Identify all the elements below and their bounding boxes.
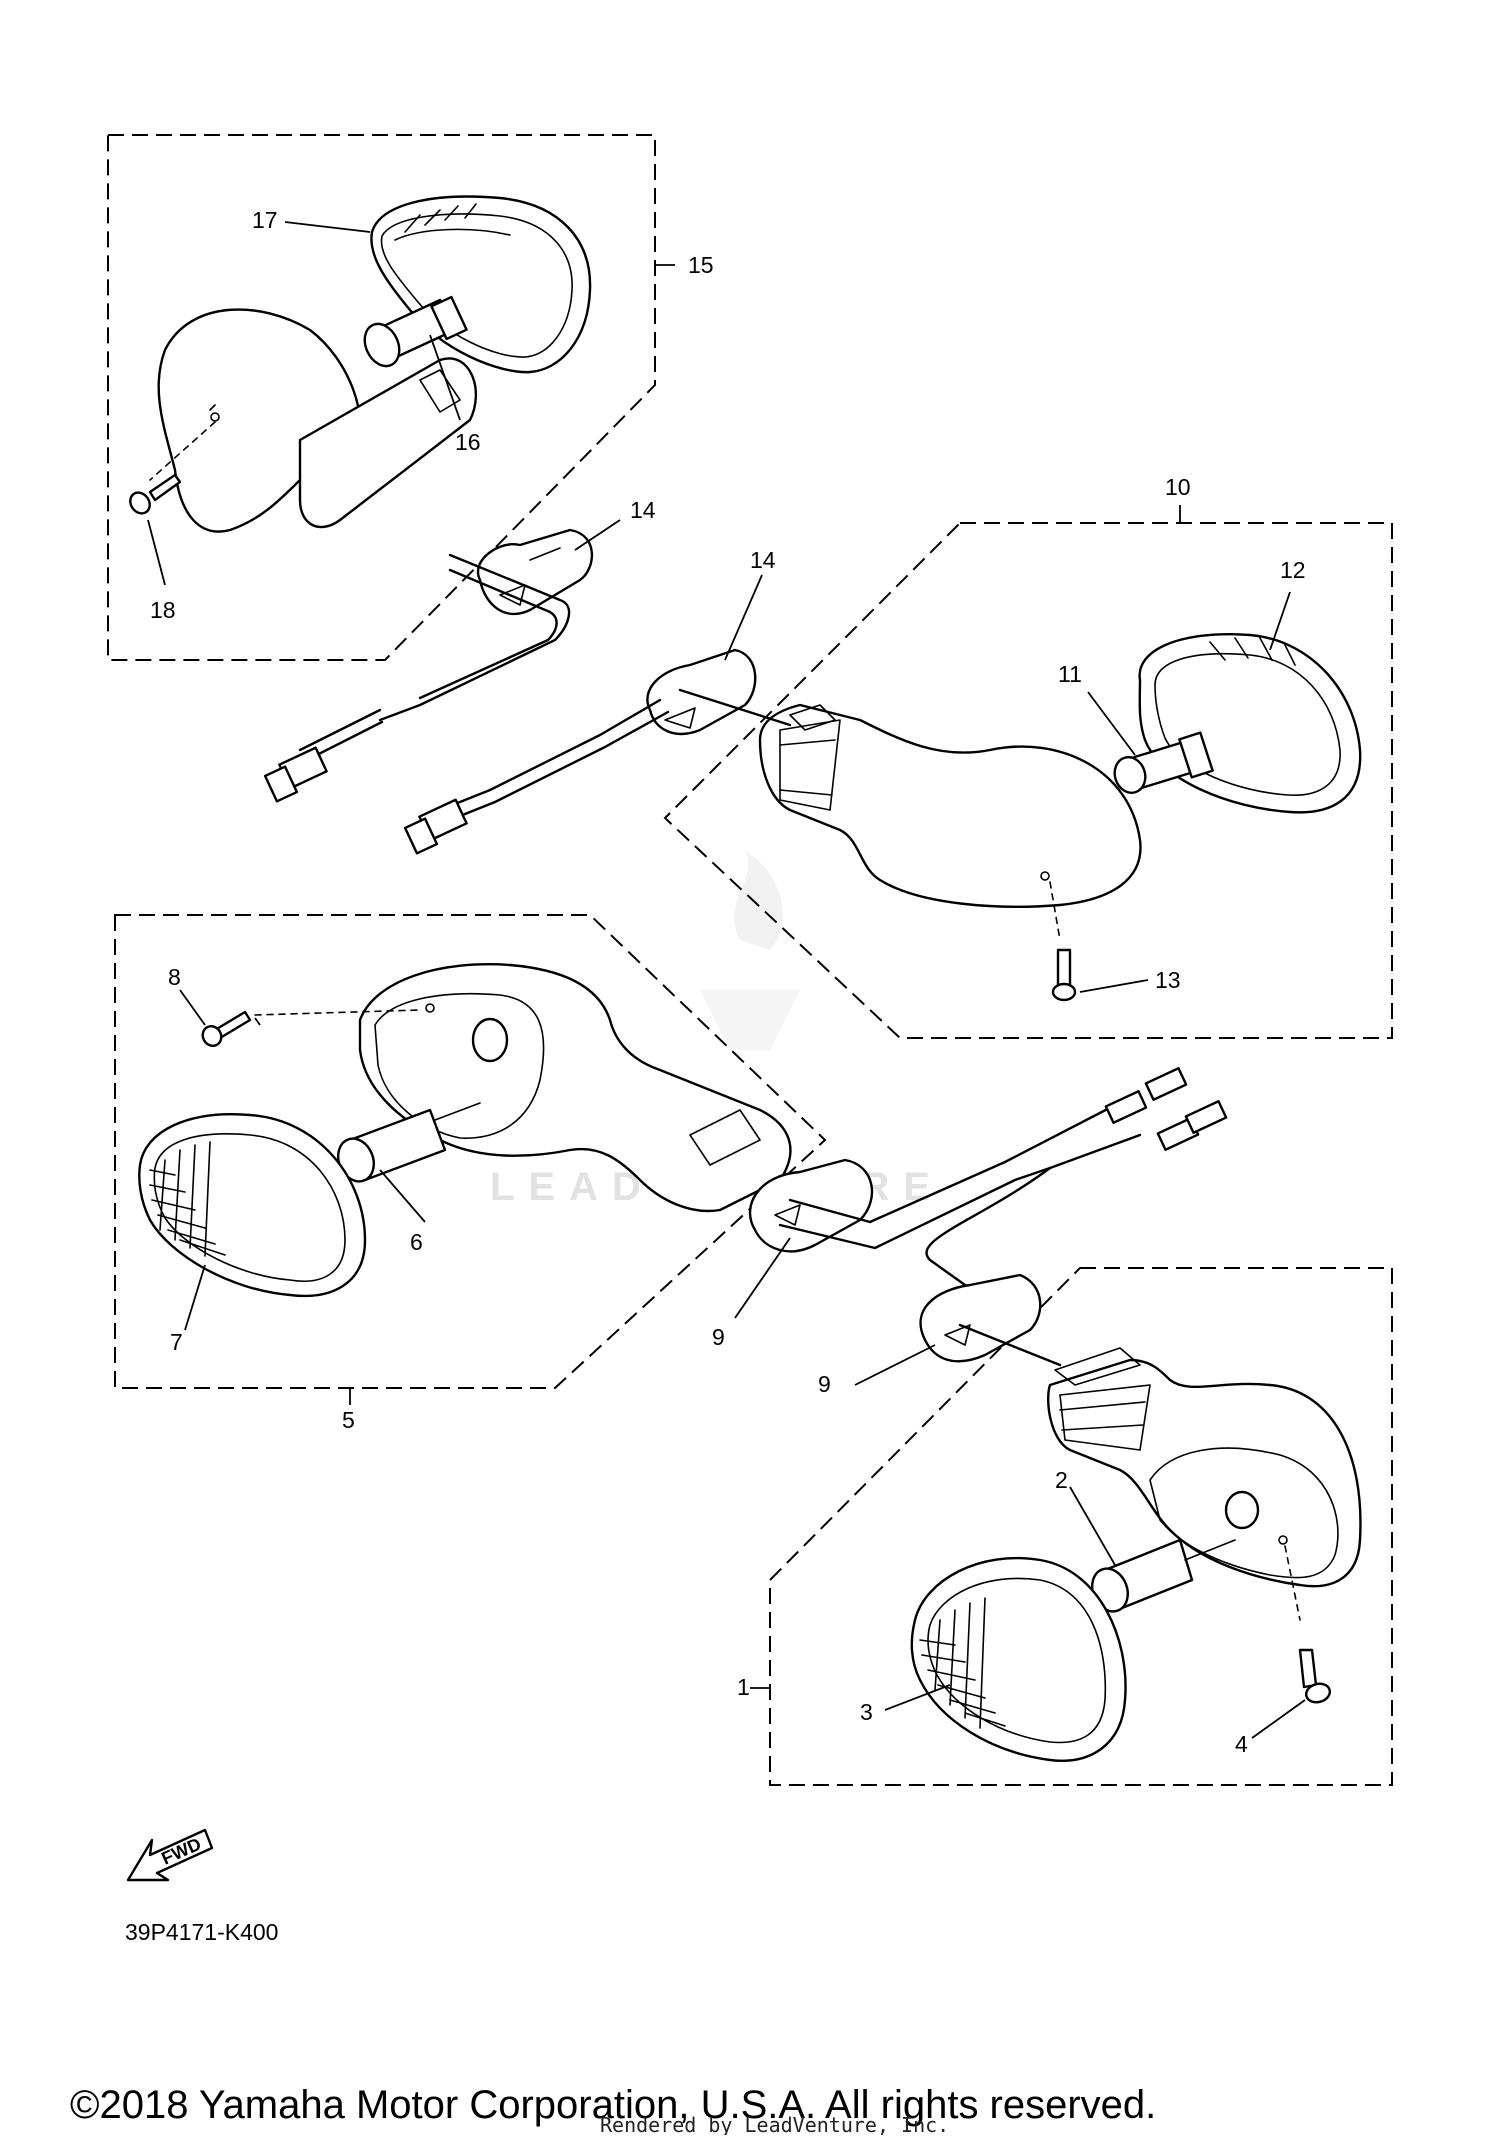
grommet-14-lower[interactable]	[646, 648, 757, 736]
callout-6: 6	[410, 1229, 423, 1255]
wire-harness-lower	[778, 1067, 1228, 1312]
fwd-label: FWD	[158, 1834, 204, 1869]
housing-1	[1047, 1347, 1362, 1621]
bulb-6[interactable]	[332, 1102, 481, 1187]
lens-3[interactable]	[910, 1556, 1127, 1762]
callout-15: 15	[688, 252, 714, 278]
callout-3: 3	[860, 1699, 873, 1725]
callout-13: 13	[1155, 967, 1181, 993]
assembly-1-box	[750, 1267, 1393, 1786]
callout-4: 4	[1235, 1731, 1248, 1757]
lens-7[interactable]	[138, 1113, 367, 1298]
lens-12[interactable]	[1138, 633, 1362, 814]
housing-10	[758, 703, 1142, 941]
callout-16: 16	[455, 429, 481, 455]
callout-12: 12	[1280, 557, 1306, 583]
callout-5: 5	[342, 1407, 355, 1433]
callout-17: 17	[252, 207, 278, 233]
screw-4[interactable]	[1298, 1648, 1332, 1705]
callout-14-lower: 14	[750, 547, 776, 573]
copyright-text: ©2018 Yamaha Motor Corporation, U.S.A. A…	[70, 2083, 1156, 2127]
assembly-10-box	[663, 505, 1393, 1039]
callout-11: 11	[1058, 661, 1082, 687]
callout-18: 18	[150, 597, 176, 623]
callout-2: 2	[1055, 1467, 1068, 1493]
callout-10: 10	[1165, 474, 1191, 500]
bulb-16[interactable]	[358, 295, 468, 372]
wire-harness-upper	[263, 553, 571, 803]
screw-13[interactable]	[1051, 948, 1077, 1002]
screw-18[interactable]	[126, 473, 182, 517]
callout-7: 7	[170, 1329, 183, 1355]
part-code: 39P4171-K400	[125, 1919, 278, 1945]
fwd-arrow-icon: FWD	[126, 1828, 214, 1882]
callout-1: 1	[737, 1674, 750, 1700]
callout-leaders	[147, 221, 1306, 1739]
grommet-9-right[interactable]	[919, 1273, 1062, 1367]
watermark-logo	[700, 850, 800, 1050]
lens-17[interactable]	[370, 195, 592, 374]
callout-14-upper: 14	[630, 497, 656, 523]
callout-8: 8	[168, 964, 181, 990]
wire-harness-middle	[403, 688, 792, 855]
housing-15	[149, 308, 478, 533]
grommet-14-upper[interactable]	[476, 528, 594, 616]
callout-9-left: 9	[712, 1324, 725, 1350]
rendered-by-text: Rendered by LeadVenture, Inc.	[600, 2113, 949, 2135]
bulb-11[interactable]	[1110, 731, 1214, 797]
screw-8[interactable]	[199, 1009, 421, 1049]
callout-9-right: 9	[818, 1371, 831, 1397]
assembly-15-box	[107, 134, 675, 661]
assembly-5-box	[114, 914, 827, 1405]
